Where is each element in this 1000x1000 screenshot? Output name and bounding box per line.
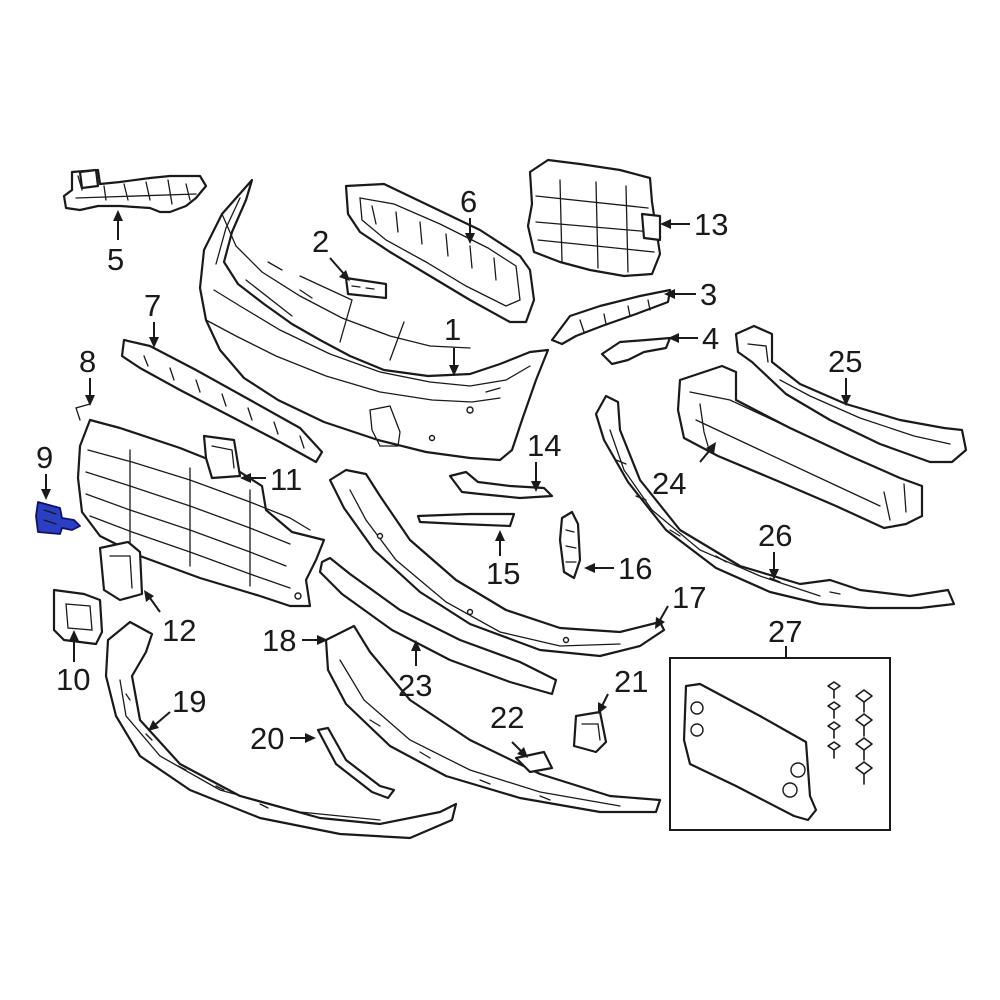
callout-3: 3 — [700, 277, 717, 312]
callout-9: 9 — [36, 440, 53, 475]
part-18-spoiler — [324, 624, 662, 814]
part-14-bracket — [448, 470, 554, 500]
part-1-bumper-cover — [198, 178, 550, 462]
callout-25: 25 — [828, 344, 862, 379]
part-8-grille — [75, 403, 326, 608]
part-25-beam — [734, 324, 968, 464]
part-11-bracket — [202, 434, 242, 480]
callout-1: 1 — [444, 312, 461, 347]
part-15-trim — [416, 512, 516, 528]
part-6-upper-frame — [344, 182, 536, 324]
callout-21: 21 — [614, 664, 648, 699]
part-5-bracket — [62, 168, 208, 214]
part-20-strip — [316, 726, 396, 800]
callout-5: 5 — [107, 242, 124, 277]
callout-13: 13 — [694, 207, 728, 242]
part-26-support — [594, 394, 956, 610]
callout-6: 6 — [460, 184, 477, 219]
callout-24: 24 — [652, 466, 686, 501]
part-19-lip — [104, 620, 458, 840]
callout-10: 10 — [56, 662, 90, 697]
callout-19: 19 — [172, 684, 206, 719]
part-12-bracket — [98, 540, 144, 602]
callout-2: 2 — [312, 224, 329, 259]
callout-23: 23 — [398, 668, 432, 703]
callout-labels: 1 2 3 4 5 6 7 8 9 10 11 12 13 14 15 16 1… — [36, 184, 862, 756]
part-23-strip — [318, 556, 558, 696]
part-13-carrier — [526, 158, 662, 278]
callout-20: 20 — [250, 721, 284, 756]
part-9-sensor-bracket — [35, 501, 81, 535]
leader-lines — [41, 210, 851, 758]
part-2-insert — [344, 276, 388, 300]
callout-11: 11 — [270, 462, 302, 497]
part-27-kit-box — [669, 657, 891, 831]
callout-14: 14 — [527, 428, 561, 463]
callout-22: 22 — [490, 700, 524, 735]
callout-15: 15 — [486, 556, 520, 591]
part-7-strip — [120, 338, 324, 464]
part-22-clip — [514, 750, 554, 774]
callout-4: 4 — [702, 321, 719, 356]
callout-17: 17 — [672, 580, 706, 615]
callout-27: 27 — [768, 614, 802, 649]
callout-12: 12 — [162, 613, 196, 648]
part-4-bracket — [600, 336, 672, 366]
part-10-bezel — [52, 588, 104, 646]
part-21-clip — [572, 710, 608, 754]
callout-8: 8 — [79, 344, 96, 379]
callout-16: 16 — [618, 551, 652, 586]
part-24-reinforcement — [676, 364, 924, 530]
callout-26: 26 — [758, 518, 792, 553]
callout-7: 7 — [144, 288, 161, 323]
part-16-bracket — [558, 510, 582, 580]
callout-18: 18 — [262, 623, 296, 658]
part-3-bracket — [550, 288, 672, 346]
fastener-set — [827, 681, 873, 785]
